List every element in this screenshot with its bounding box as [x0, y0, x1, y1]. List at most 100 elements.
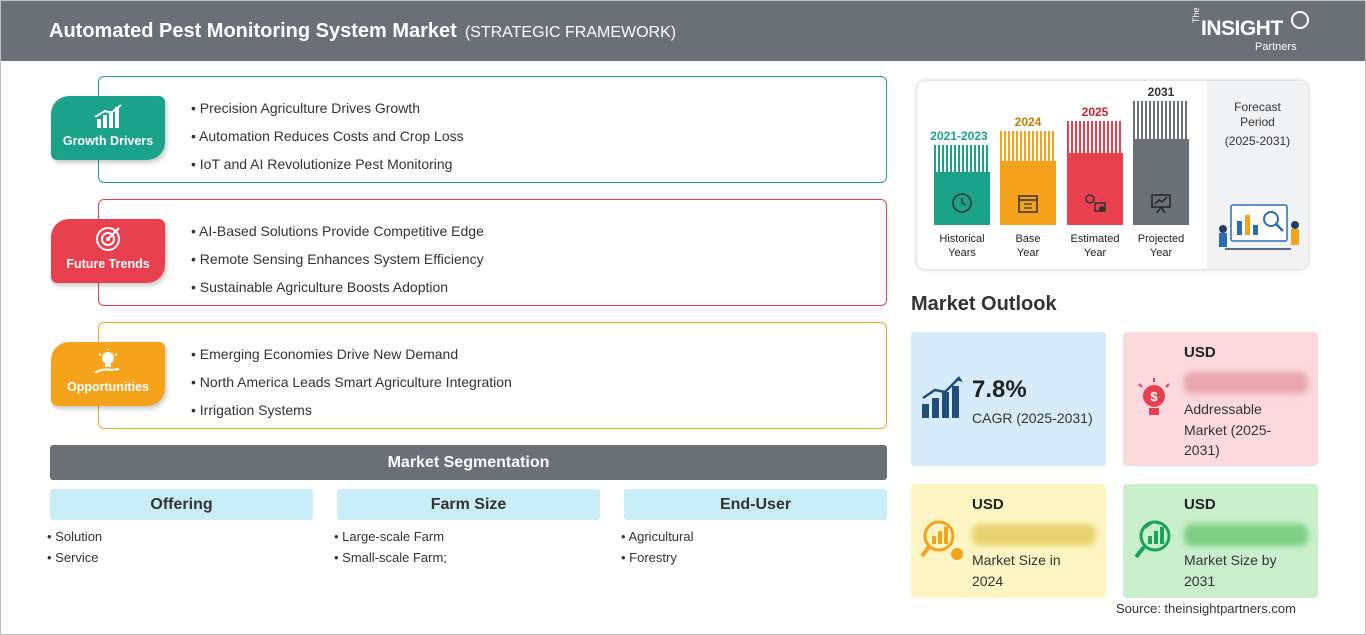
addressable-label: Addressable Market (2025- 2031) — [1184, 399, 1271, 461]
header-bar: Automated Pest Monitoring System Market (… — [1, 1, 1365, 61]
segment-list: Agricultural Forestry — [621, 526, 887, 568]
growth-drivers-label: Growth Drivers — [62, 134, 154, 148]
bar-base — [1000, 131, 1056, 225]
segment-end-user: End-User Agricultural Forestry — [624, 489, 887, 568]
future-trends-list: AI-Based Solutions Provide Competitive E… — [191, 217, 484, 301]
opportunities-card: Emerging Economies Drive New Demand Nort… — [98, 322, 887, 429]
growth-drivers-list: Precision Agriculture Drives Growth Auto… — [191, 94, 464, 178]
bar-label-line: Years — [948, 247, 976, 259]
opportunities-label: Opportunities — [67, 380, 149, 394]
page-title: Automated Pest Monitoring System Market (… — [49, 20, 676, 43]
blurred-value — [1184, 372, 1308, 394]
logo-partners: Partners — [1255, 41, 1297, 53]
presentation-icon — [1151, 194, 1171, 214]
future-trends-card: AI-Based Solutions Provide Competitive E… — [98, 199, 887, 306]
currency-label: USD — [972, 496, 1004, 513]
forecast-title-line: Forecast — [1234, 100, 1281, 114]
market-segmentation-bar: Market Segmentation — [50, 445, 887, 480]
subtitle-text: (STRATEGIC FRAMEWORK) — [464, 24, 677, 41]
segment-farm-size: Farm Size Large-scale Farm Small-scale F… — [337, 489, 600, 568]
currency-label: USD — [1184, 496, 1216, 513]
title-text: Automated Pest Monitoring System Market — [49, 20, 457, 42]
list-item: Service — [47, 547, 313, 568]
target-icon — [96, 227, 120, 251]
clock-history-icon — [952, 193, 972, 213]
segment-heading: Farm Size — [337, 489, 600, 520]
bar-label-line: Estimated — [1070, 233, 1120, 245]
growth-chart-icon — [922, 376, 963, 418]
list-item: Sustainable Agriculture Boosts Adoption — [191, 273, 484, 301]
year-label-projected: 2031 — [1147, 85, 1175, 99]
list-item: IoT and AI Revolutionize Pest Monitoring — [191, 150, 464, 178]
logo-ring-icon — [1291, 11, 1309, 29]
market-size-2024-label: Market Size in 2024 — [972, 550, 1061, 591]
segment-heading: End-User — [624, 489, 887, 520]
bar-label-line: Year — [1083, 247, 1107, 259]
svg-text:$: $ — [1150, 389, 1158, 404]
list-item: Small-scale Farm; — [334, 547, 600, 568]
market-size-2031-label: Market Size by 2031 — [1184, 550, 1277, 591]
calendar-icon — [1018, 195, 1038, 213]
year-label-estimated: 2025 — [1081, 105, 1109, 119]
currency-label: USD — [1184, 344, 1216, 361]
future-trends-label: Future Trends — [66, 257, 150, 271]
market-size-2031-box: USD Market Size by 2031 — [1123, 484, 1318, 598]
cagr-value: 7.8% — [972, 376, 1027, 403]
list-item: Automation Reduces Costs and Crop Loss — [191, 122, 464, 150]
insight-partners-logo: The INSIGHT Partners — [1191, 7, 1311, 55]
segment-offering: Offering Solution Service — [50, 489, 313, 568]
growth-drivers-card: Precision Agriculture Drives Growth Auto… — [98, 76, 887, 183]
segment-list: Solution Service — [47, 526, 313, 568]
bar-label-line: Projected — [1137, 233, 1185, 245]
desc-line: Addressable — [1184, 401, 1262, 417]
list-item: Forestry — [621, 547, 887, 568]
bar-label-line: Base — [1015, 233, 1041, 245]
opportunities-tag: Opportunities — [51, 342, 165, 406]
segment-heading: Offering — [50, 489, 313, 520]
segment-list: Large-scale Farm Small-scale Farm; — [334, 526, 600, 568]
bar-chart-growth-icon — [94, 104, 122, 128]
list-item: Emerging Economies Drive New Demand — [191, 340, 512, 368]
market-outlook-title: Market Outlook — [911, 293, 1057, 315]
bar-label-line: Year — [1016, 247, 1040, 259]
bar-historical — [934, 145, 990, 225]
list-item: Irrigation Systems — [191, 396, 512, 424]
source-credit: Source: theinsightpartners.com — [1116, 601, 1296, 616]
addressable-market-box: USD $ Addressable Market (2025- 2031) — [1123, 332, 1318, 466]
blurred-value — [972, 524, 1096, 546]
forecast-title-line: Period — [1240, 115, 1275, 129]
list-item: Remote Sensing Enhances System Efficienc… — [191, 245, 484, 273]
list-item: North America Leads Smart Agriculture In… — [191, 368, 512, 396]
market-size-2024-box: USD Market Size in 2024 — [911, 484, 1106, 598]
bar-projected — [1133, 101, 1189, 225]
desc-line: 2031) — [1184, 442, 1220, 458]
magnifier-growth-icon — [1134, 520, 1171, 559]
forecast-period-panel: Forecast Period (2025-2031) — [1207, 81, 1308, 269]
list-item: Large-scale Farm — [334, 526, 600, 547]
lightbulb-hand-icon — [94, 349, 120, 374]
list-item: AI-Based Solutions Provide Competitive E… — [191, 217, 484, 245]
list-item: Solution — [47, 526, 313, 547]
bar-estimated — [1067, 121, 1123, 225]
analysts-dashboard-icon — [1219, 204, 1299, 250]
desc-line: 2024 — [972, 572, 1004, 589]
blurred-value — [1184, 524, 1308, 546]
list-item: Precision Agriculture Drives Growth — [191, 94, 464, 122]
magnifier-chart-icon — [920, 520, 963, 560]
year-label-historical: 2021-2023 — [930, 129, 988, 143]
growth-drivers-tag: Growth Drivers — [51, 96, 165, 160]
year-label-base: 2024 — [1014, 115, 1042, 129]
cagr-label: CAGR (2025-2031) — [972, 410, 1093, 426]
desc-line: 2031 — [1184, 572, 1216, 589]
logo-the: The — [1191, 7, 1201, 23]
desc-line: Market (2025- — [1184, 421, 1272, 438]
future-trends-tag: Future Trends — [51, 219, 165, 283]
opportunities-list: Emerging Economies Drive New Demand Nort… — [191, 340, 512, 424]
lightbulb-dollar-icon: $ — [1138, 378, 1170, 415]
